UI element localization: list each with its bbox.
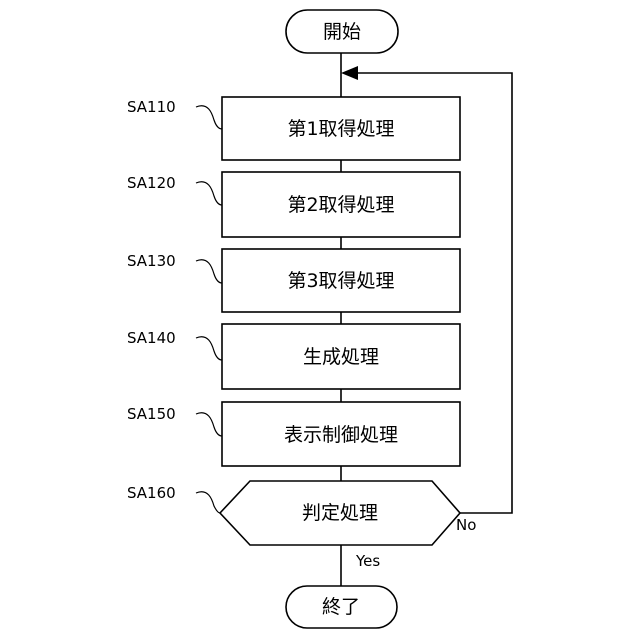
decision-sa160: 判定処理 [220,481,460,545]
no-label: No [456,516,476,534]
step-label: 生成処理 [303,346,379,368]
step-id-sa130: SA130 [127,252,176,270]
process-step-sa150: 表示制御処理 [222,402,460,466]
yes-label: Yes [355,552,380,570]
leader-sa140 [196,337,222,360]
process-step-sa120: 第2取得処理 [222,172,460,237]
step-label: 第3取得処理 [287,270,394,292]
leader-sa160 [196,492,220,513]
step-id-sa160: SA160 [127,484,176,502]
start-terminal: 開始 [286,10,398,53]
step-id-sa120: SA120 [127,174,176,192]
end-label: 終了 [322,596,360,618]
process-step-sa130: 第3取得処理 [222,249,460,312]
end-terminal: 終了 [286,586,397,628]
loop-arrowhead [341,66,358,80]
step-id-sa140: SA140 [127,329,176,347]
step-label: 第2取得処理 [287,194,394,216]
leader-sa150 [196,413,222,436]
step-label: 表示制御処理 [284,424,398,446]
decision-label: 判定処理 [302,502,378,524]
step-label: 第1取得処理 [287,118,394,140]
step-id-sa110: SA110 [127,98,176,116]
leader-sa110 [196,106,222,129]
step-id-sa150: SA150 [127,405,176,423]
start-label: 開始 [323,21,361,43]
process-step-sa140: 生成処理 [222,324,460,389]
process-step-sa110: 第1取得処理 [222,97,460,160]
leader-sa130 [196,260,222,283]
leader-sa120 [196,182,222,205]
